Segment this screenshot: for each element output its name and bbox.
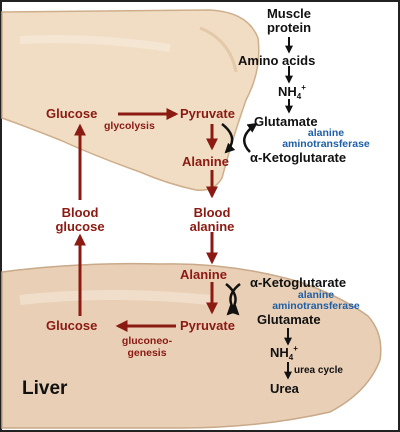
nh4-top-label: NH4+ [278,83,306,101]
liver-tissue [1,262,382,429]
liver-enzyme-label: alanine aminotransferase [272,289,360,312]
urea-cycle-label: urea cycle [294,365,343,376]
muscle-protein-label: Muscle protein [266,6,312,35]
gluconeogenesis-label: gluconeo- genesis [121,335,173,359]
muscle-glutamate-label: Glutamate [254,114,318,129]
transamination-curve-muscle-b [243,122,258,153]
liver-organ-label: Liver [22,378,68,399]
blood-glucose-label: Blood glucose [55,205,105,234]
amino-acids-label: Amino acids [238,53,316,68]
muscle-pyruvate-label: Pyruvate [180,106,235,121]
liver-alpha-ketoglutarate-label: α-Ketoglutarate [250,275,347,290]
muscle-enzyme-label: alanine aminotransferase [282,127,370,150]
glycolysis-label: glycolysis [104,120,155,132]
muscle-alpha-ketoglutarate-label: α-Ketoglutarate [250,150,347,165]
muscle-alanine-label: Alanine [182,154,229,169]
liver-glutamate-label: Glutamate [257,312,321,327]
liver-alanine-label: Alanine [180,267,227,282]
liver-pyruvate-label: Pyruvate [180,318,235,333]
nh4-bottom-label: NH4+ [270,344,298,362]
muscle-glucose-label: Glucose [46,106,98,121]
urea-label: Urea [270,381,299,396]
liver-glucose-label: Glucose [46,318,98,333]
blood-alanine-label: Blood alanine [189,205,235,234]
transamination-curve-liver-b [228,283,241,316]
transamination-curve-muscle-a [221,123,236,154]
